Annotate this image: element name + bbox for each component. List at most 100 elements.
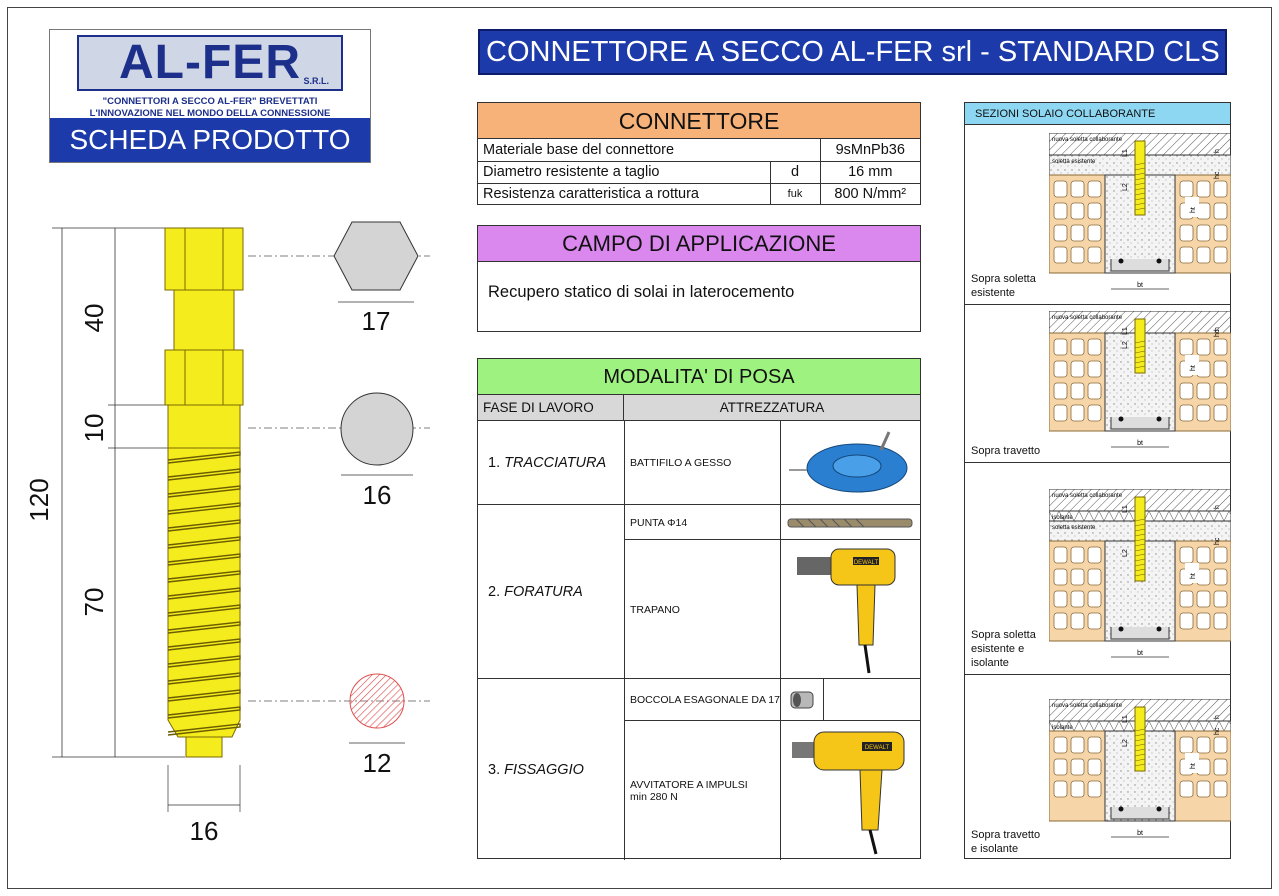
thread-line [167, 655, 241, 668]
label-h: h [1214, 149, 1221, 153]
thread-line [167, 468, 241, 481]
campo-panel: CAMPO DI APPLICAZIONE Recupero statico d… [477, 225, 921, 332]
label-l1: L1 [1122, 505, 1129, 513]
label-insulation: isolante [1052, 725, 1073, 731]
label-ht: ht [1190, 207, 1197, 213]
label-existing-slab: soletta esistente [1052, 525, 1096, 531]
dewalt-badge-2: DEWALT [865, 745, 890, 751]
table-row: Resistenza caratteristica a rottura fuk … [478, 182, 920, 205]
section-label-3: Sopra soletta esistente e isolante [971, 629, 1036, 669]
thread-line [167, 519, 241, 532]
label-bt: bt [1137, 830, 1143, 837]
connettore-table: Materiale base del connettore 9sMnPb36 D… [478, 139, 920, 205]
label-ht: ht [1190, 763, 1197, 769]
thread-line [167, 587, 241, 600]
dim-core: 12 [363, 748, 392, 778]
thread-line [167, 706, 241, 719]
thread-line [167, 536, 241, 549]
label-existing-slab: soletta esistente [1052, 159, 1096, 165]
campo-header: CAMPO DI APPLICAZIONE [478, 226, 920, 262]
label-h: h [1214, 327, 1221, 331]
label-hc: hc [1214, 727, 1221, 735]
dewalt-badge-1: DEWALT [854, 560, 879, 566]
section-svg: nuova soletta collaborante soletta esiste… [1048, 132, 1232, 290]
dim-base-width: 16 [190, 816, 219, 846]
thread-line [167, 553, 241, 566]
logo-tagline-1: "CONNETTORI A SECCO AL-FER" BREVETTATI [102, 96, 318, 107]
thread-line [167, 638, 241, 651]
thread-line [167, 672, 241, 685]
label-new-slab: nuova soletta collaborante [1052, 137, 1123, 143]
thread-line [167, 689, 241, 702]
row-symbol: fuk [769, 182, 820, 205]
logo-tagline-2: L'INNOVAZIONE NEL MONDO DELLA CONNESSION… [89, 108, 331, 119]
row-label: Materiale base del connettore [483, 141, 675, 158]
label-bt: bt [1137, 440, 1143, 447]
section-drawing-1: nuova soletta collaborante soletta esiste… [1048, 132, 1232, 306]
section-label-1: Sopra soletta esistente [971, 273, 1036, 299]
page-title: CONNETTORE A SECCO AL-FER srl - STANDARD… [478, 29, 1227, 75]
dim-head: 40 [79, 304, 109, 333]
section-label-2: Sopra travetto [971, 445, 1041, 457]
connector-threads [167, 451, 241, 736]
thread-line [167, 604, 241, 617]
thread-line [167, 451, 241, 464]
row-value: 800 N/mm² [819, 182, 920, 205]
col-attrezzatura: ATTREZZATURA [624, 395, 920, 421]
page-frame [7, 7, 1272, 889]
section-label-4: Sopra travetto e isolante [971, 829, 1041, 855]
label-new-slab: nuova soletta collaborante [1052, 493, 1123, 499]
label-bt: bt [1137, 282, 1143, 289]
label-l1: L1 [1122, 715, 1129, 723]
label-hc: hc [1214, 537, 1221, 545]
company-logo: AL-FER S.R.L. "CONNETTORI A SECCO AL-FER… [49, 29, 371, 163]
drill-image: DEWALT [780, 540, 920, 679]
product-sheet-banner: SCHEDA PRODOTTO [50, 118, 370, 162]
label-insulation: isolante [1052, 515, 1073, 521]
label-h: h [1214, 715, 1221, 719]
row-symbol: d [769, 160, 820, 183]
row-label: Diametro resistente a taglio [478, 160, 770, 183]
label-h: h [1214, 505, 1221, 509]
campo-text: Recupero statico di solai in laterocemen… [488, 283, 795, 301]
table-row: Diametro resistente a taglio d 16 mm [478, 160, 920, 183]
logo-brand-text: AL-FER [119, 36, 301, 89]
label-l2: L2 [1122, 739, 1129, 747]
thread-line [167, 502, 241, 515]
section-svg: nuova soletta collaborante isolante solett… [1048, 488, 1240, 658]
label-new-slab: nuova soletta collaborante [1052, 703, 1123, 709]
label-l2: L2 [1122, 549, 1129, 557]
connector-drawing: 120 40 10 70 16 17 16 12 [24, 221, 430, 846]
label-ht: ht [1190, 573, 1197, 579]
section-drawing-3: nuova soletta collaborante isolante solett… [1048, 488, 1240, 674]
connettore-header: CONNETTORE [478, 103, 920, 139]
chalk-line-image [780, 421, 920, 505]
label-bt: bt [1137, 650, 1143, 657]
sezioni-panel: SEZIONI SOLAIO COLLABORANTE nuova solett… [964, 102, 1240, 860]
dim-thread: 70 [79, 588, 109, 617]
dim-round: 16 [363, 480, 392, 510]
thread-line [167, 723, 241, 736]
dim-collar: 10 [79, 414, 109, 443]
hex-section [333, 221, 419, 291]
section-row-1: nuova soletta collaborante soletta esiste… [965, 125, 1232, 306]
core-section [349, 673, 405, 729]
section-row-3: nuova soletta collaborante isolante solett… [965, 463, 1240, 675]
connettore-panel: CONNETTORE Materiale base del connettore… [477, 102, 921, 205]
col-fase: FASE DI LAVORO [478, 395, 624, 421]
label-l2: L2 [1122, 183, 1129, 191]
label-l1: L1 [1122, 327, 1129, 335]
label-ht: ht [1190, 365, 1197, 371]
logo-srl: S.R.L. [303, 76, 329, 86]
dim-total: 120 [24, 478, 54, 521]
socket-image [780, 679, 823, 721]
table-row: Materiale base del connettore 9sMnPb36 [478, 139, 920, 161]
impact-wrench-image: DEWALT [780, 721, 920, 860]
label-new-slab: nuova soletta collaborante [1052, 315, 1123, 321]
label-hc: hc [1214, 329, 1221, 337]
